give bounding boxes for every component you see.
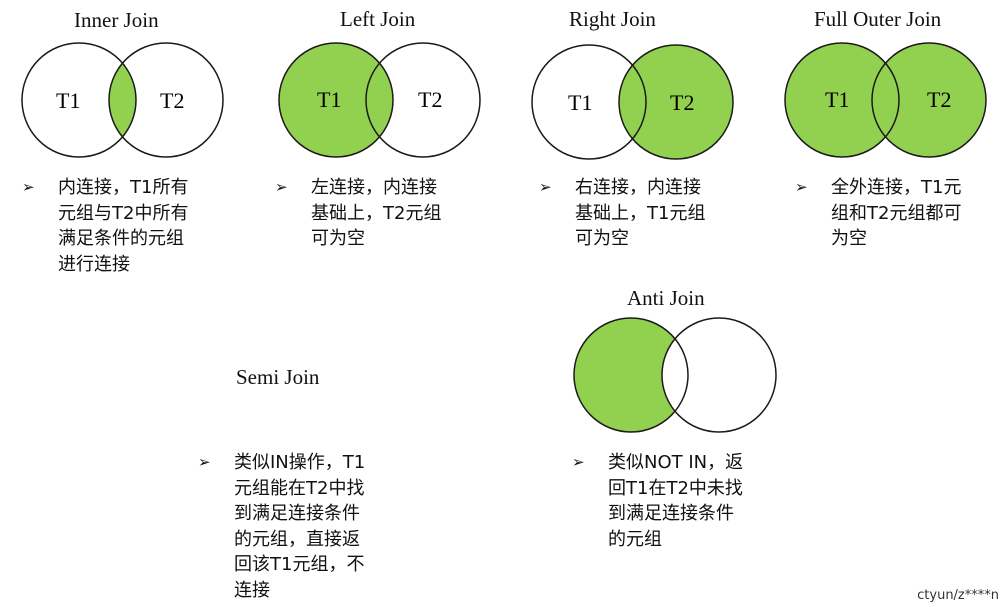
t2-label: T2: [927, 87, 951, 112]
arrowhead-bullet-icon: ➢: [22, 178, 35, 196]
left-join-venn: T1 T2: [278, 42, 481, 158]
desc-line: 的元组: [608, 528, 662, 550]
arrowhead-bullet-icon: ➢: [275, 178, 288, 196]
t2-outline: [871, 42, 987, 158]
t1-label: T1: [825, 87, 849, 112]
desc-line: 类似NOT IN，返: [608, 452, 744, 473]
desc-line: 可为空: [575, 228, 629, 249]
t1-label: T1: [56, 88, 80, 113]
anti-join-venn: [573, 317, 777, 433]
desc-line: 元组能在T2中找: [234, 477, 365, 499]
desc-line: 基础上，T1元组: [575, 202, 706, 224]
t2-circle: [365, 42, 481, 158]
desc-line: 右连接，内连接: [575, 177, 701, 198]
anti-join-description: ➢ 类似NOT IN，返 回T1在T2中未找 到满足连接条件 的元组: [572, 450, 743, 552]
full-outer-join-description: ➢ 全外连接，T1元 组和T2元组都可 为空: [795, 175, 961, 252]
t1-outline: [573, 317, 689, 433]
desc-line: 回该T1元组，不: [234, 554, 365, 575]
desc-line: 到满足连接条件: [608, 503, 734, 524]
arrowhead-bullet-icon: ➢: [539, 178, 552, 196]
inner-join-description: ➢ 内连接，T1所有 元组与T2中所有 满足条件的元组 进行连接: [22, 175, 188, 277]
desc-line: 左连接，内连接: [311, 177, 437, 198]
t2-circle-filled: [872, 43, 986, 157]
inner-join-venn: T1 T2: [21, 42, 224, 158]
t2-label: T2: [160, 88, 184, 113]
anti-join-title: Anti Join: [627, 286, 705, 310]
right-join-title: Right Join: [569, 7, 656, 31]
t2-outline: [661, 317, 777, 433]
watermark: ctyun/z****n: [917, 588, 999, 603]
anti-join-left-only: [574, 318, 688, 432]
desc-line: 到满足连接条件: [234, 503, 360, 524]
left-join-title: Left Join: [340, 7, 416, 31]
t1-outline: [784, 42, 900, 158]
t2-circle-filled: [618, 44, 734, 160]
desc-line: 为空: [831, 228, 867, 249]
right-join-venn: T1 T2: [531, 44, 734, 160]
arrowhead-bullet-icon: ➢: [198, 453, 211, 471]
desc-line: 连接: [234, 579, 270, 601]
inner-join-title: Inner Join: [74, 8, 159, 32]
left-join-description: ➢ 左连接，内连接 基础上，T2元组 可为空: [275, 175, 441, 252]
t1-label: T1: [317, 87, 341, 112]
desc-line: 的元组，直接返: [234, 528, 360, 550]
t2-label: T2: [670, 90, 694, 115]
full-outer-join-title: Full Outer Join: [814, 7, 942, 31]
semi-join-title: Semi Join: [236, 365, 320, 389]
t1-circle-filled: [785, 43, 899, 157]
desc-line: 类似IN操作，T1: [234, 452, 366, 473]
desc-line: 可为空: [311, 228, 365, 249]
desc-line: 进行连接: [58, 253, 130, 275]
t2-circle: [108, 42, 224, 158]
desc-line: 回T1在T2中未找: [608, 477, 743, 499]
desc-line: 全外连接，T1元: [831, 177, 962, 198]
t1-circle: [531, 44, 647, 160]
semi-join-description: ➢ 类似IN操作，T1 元组能在T2中找 到满足连接条件 的元组，直接返 回该T…: [198, 450, 365, 603]
t1-circle: [21, 42, 137, 158]
arrowhead-bullet-icon: ➢: [795, 178, 808, 196]
full-outer-join-venn: T1 T2: [784, 42, 987, 158]
t1-label: T1: [568, 90, 592, 115]
desc-line: 组和T2元组都可: [831, 202, 962, 224]
desc-line: 内连接，T1所有: [58, 177, 189, 198]
t2-label: T2: [418, 87, 442, 112]
right-join-description: ➢ 右连接，内连接 基础上，T1元组 可为空: [539, 175, 705, 252]
t1-circle-filled: [278, 42, 394, 158]
desc-line: 元组与T2中所有: [58, 202, 189, 224]
desc-line: 满足条件的元组: [58, 228, 184, 249]
desc-line: 基础上，T2元组: [311, 202, 442, 224]
arrowhead-bullet-icon: ➢: [572, 453, 585, 471]
